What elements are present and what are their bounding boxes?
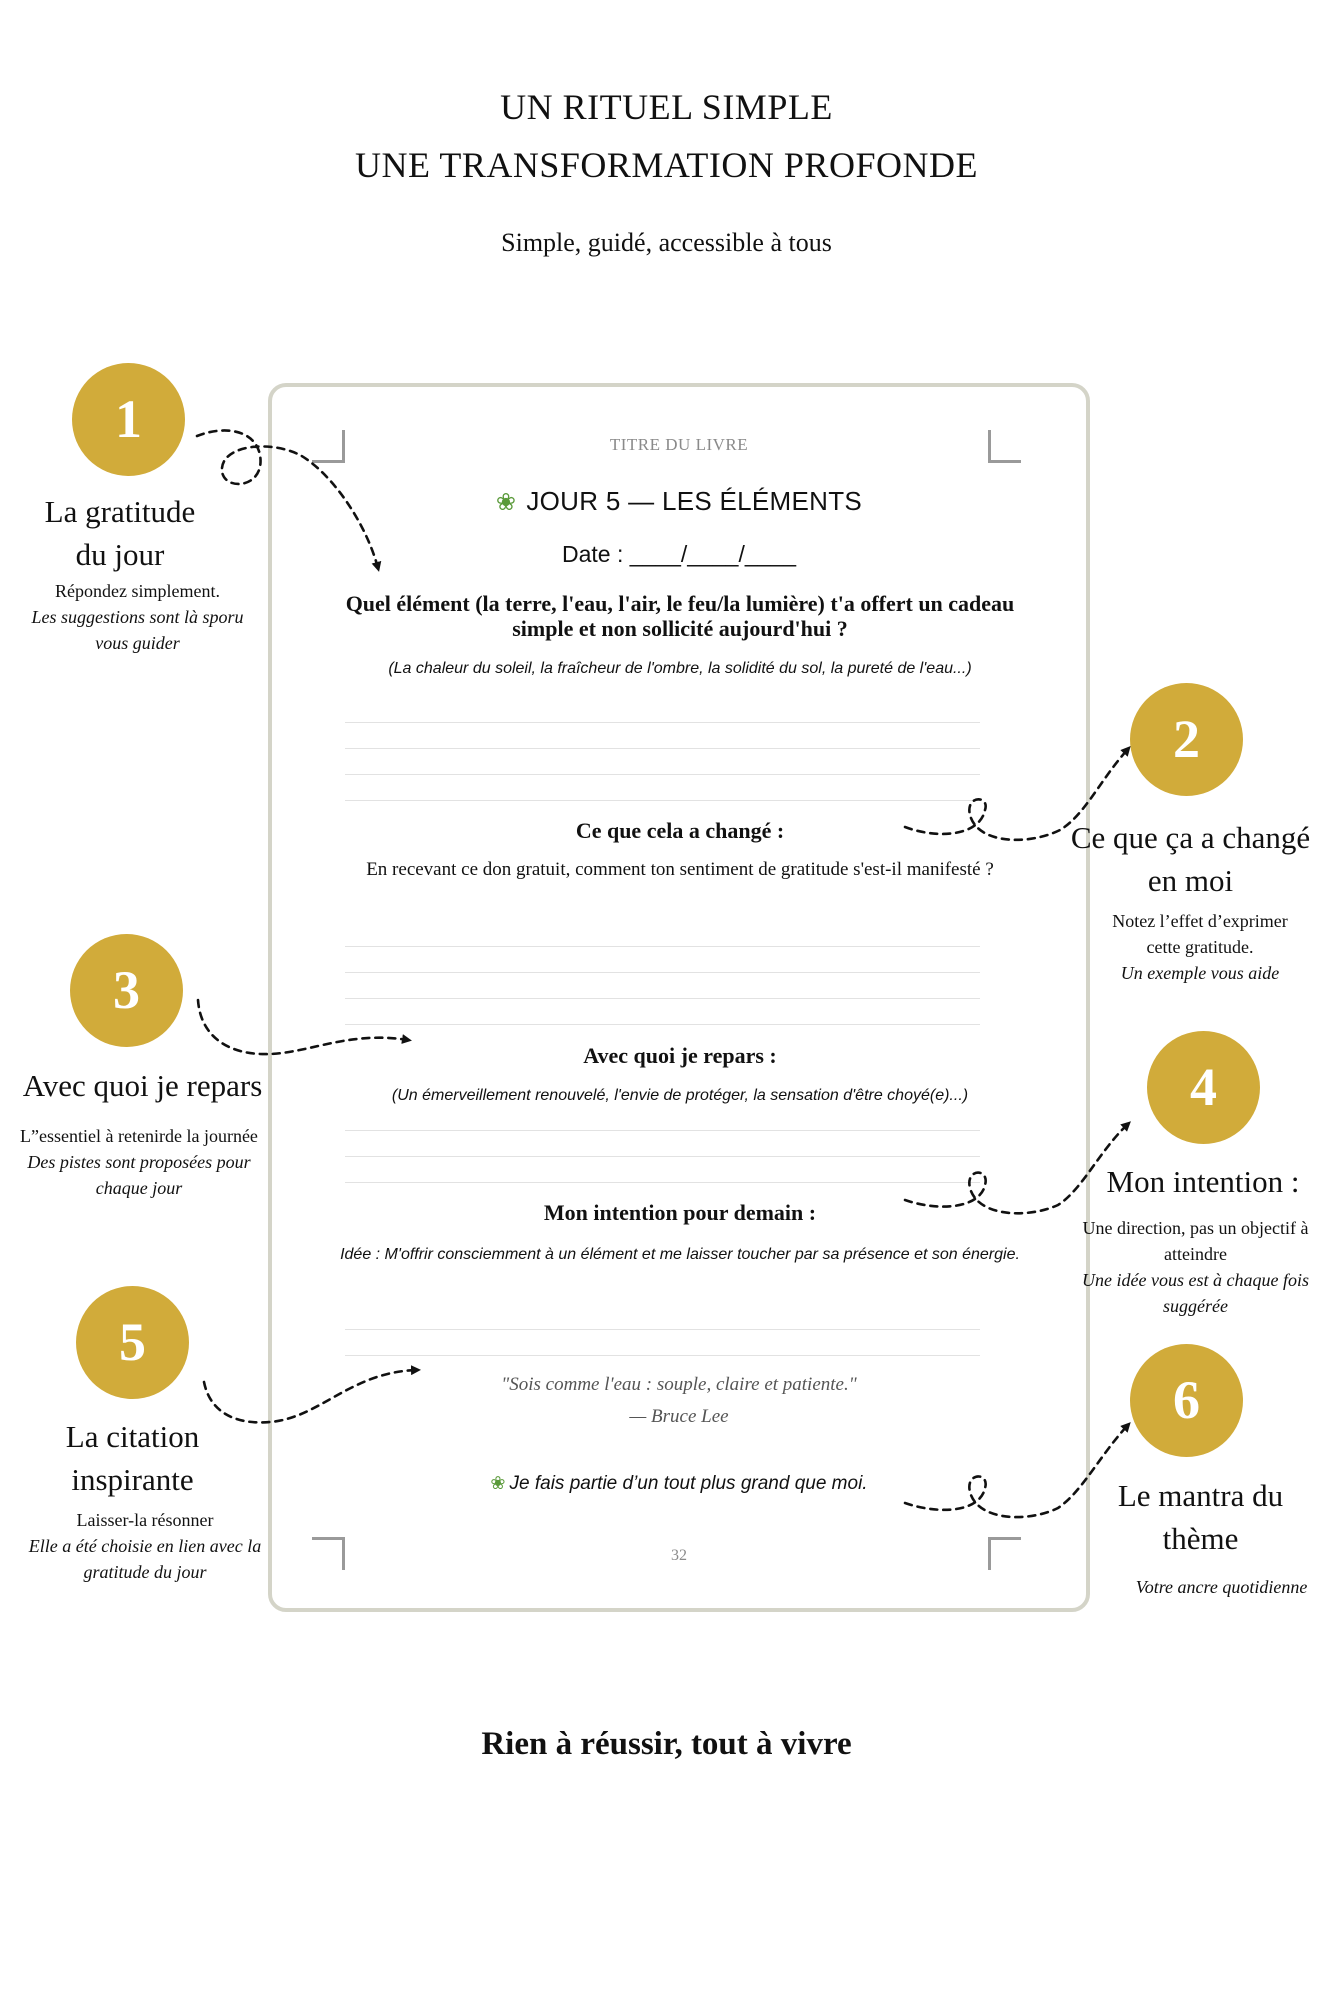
gratitude-question-hint: (La chaleur du soleil, la fraîcheur de l… <box>388 660 972 677</box>
main-title: UN RITUEL SIMPLE UNE TRANSFORMATION PROF… <box>0 78 1333 194</box>
callout-5-badge: 5 <box>76 1286 189 1399</box>
change-heading: Ce que cela a changé : <box>575 818 785 843</box>
writing-line <box>345 998 980 999</box>
quote-author: — Bruce Lee <box>629 1406 729 1427</box>
callout-1-title-line1: La gratitude <box>44 494 196 529</box>
callout-4-badge: 4 <box>1147 1031 1260 1144</box>
callout-2-desc-line2: cette gratitude. <box>1146 937 1254 957</box>
corner-mark-bottom-left <box>312 1537 345 1570</box>
callout-5-description: Laisser-la résonner Elle a été choisie e… <box>0 1507 290 1585</box>
callout-4-description: Une direction, pas un objectif à atteind… <box>1058 1215 1333 1319</box>
quote-text: "Sois comme l'eau : souple, claire et pa… <box>501 1374 857 1395</box>
mantra-text: Je fais partie d’un tout plus grand que … <box>509 1473 868 1494</box>
arrow-2 <box>903 746 1131 842</box>
callout-5-title-line1: La citation <box>65 1419 200 1454</box>
callout-4-desc-line2: atteindre <box>1164 1244 1227 1264</box>
page-number: 32 <box>671 1547 687 1564</box>
callout-2-desc-line3: Un exemple vous aide <box>1120 963 1280 983</box>
callout-1-desc-line1: Répondez simplement. <box>55 581 220 601</box>
journal-page <box>268 383 1090 1612</box>
callout-2-title-line2: en moi <box>1147 863 1234 898</box>
leaf-icon: ❀ <box>495 489 517 516</box>
callout-5-desc-line1: Laisser-la résonner <box>76 1510 214 1530</box>
callout-6-badge: 6 <box>1130 1344 1243 1457</box>
callout-1-title-line2: du jour <box>75 537 165 572</box>
callout-1-description: Répondez simplement. Les suggestions son… <box>0 578 275 656</box>
callout-5-title-line2: inspirante <box>71 1462 194 1497</box>
writing-line <box>345 1329 980 1330</box>
callout-3-badge: 3 <box>70 934 183 1047</box>
callout-4-desc-line3: Une idée vous est à chaque fois <box>1082 1270 1309 1290</box>
writing-line <box>345 774 980 775</box>
corner-mark-bottom-right <box>988 1537 1021 1570</box>
callout-1-desc-line3: vous guider <box>95 633 180 653</box>
callout-5-desc-line3: gratitude du jour <box>83 1562 207 1582</box>
callout-1-desc-line2: Les suggestions sont là sporu <box>31 607 244 627</box>
callout-4-desc-line4: suggérée <box>1163 1296 1228 1316</box>
writing-line <box>345 1024 980 1025</box>
day-title: ❀ JOUR 5 — LES ÉLÉMENTS <box>268 486 1090 517</box>
callout-4-title: Mon intention : <box>1106 1164 1300 1199</box>
intention-hint: Idée : M'offrir consciemment à un élémen… <box>340 1246 1020 1263</box>
writing-line <box>345 1355 980 1356</box>
callout-5-desc-line2: Elle a été choisie en lien avec la <box>28 1536 262 1556</box>
callout-6-title: Le mantra du thème <box>1078 1474 1323 1560</box>
callout-6-title-line1: Le mantra du <box>1117 1478 1284 1513</box>
arrow-4 <box>903 1121 1131 1215</box>
callout-1-title: La gratitude du jour <box>0 490 240 576</box>
writing-line <box>345 1182 980 1183</box>
change-prompt: En recevant ce don gratuit, comment ton … <box>366 859 994 880</box>
day-title-text: JOUR 5 — LES ÉLÉMENTS <box>526 486 863 516</box>
arrow-5 <box>202 1365 421 1424</box>
callout-3-desc-line2: Des pistes sont proposées pour <box>27 1152 251 1172</box>
subtitle: Simple, guidé, accessible à tous <box>501 228 832 257</box>
footer-tagline: Rien à réussir, tout à vivre <box>481 1726 852 1762</box>
callout-3-description: L”essentiel à retenirde la journée Des p… <box>0 1123 278 1201</box>
callout-2-title: Ce que ça a changé en moi <box>1053 816 1328 902</box>
writing-line <box>345 722 980 723</box>
callout-6-description: Votre ancre quotidienne <box>1110 1574 1333 1600</box>
callout-3-desc-line1: L”essentiel à retenirde la journée <box>20 1126 258 1146</box>
callout-6-desc-line1: Votre ancre quotidienne <box>1135 1577 1308 1597</box>
date-field: Date : ____/____/____ <box>561 541 797 567</box>
callout-2-title-line1: Ce que ça a changé <box>1070 820 1311 855</box>
writing-line <box>345 946 980 947</box>
leaf-icon: ❀ <box>490 1473 506 1493</box>
writing-line <box>345 972 980 973</box>
arrow-3 <box>196 998 412 1056</box>
callout-5-title: La citation inspirante <box>0 1415 265 1501</box>
writing-line <box>345 800 980 801</box>
book-title: TITRE DU LIVRE <box>609 435 749 454</box>
callout-2-desc-line1: Notez l’effet d’exprimer <box>1112 911 1288 931</box>
main-title-line1: UN RITUEL SIMPLE <box>500 87 833 127</box>
writing-line <box>345 1156 980 1157</box>
callout-2-description: Notez l’effet d’exprimer cette gratitude… <box>1065 908 1333 986</box>
arrow-1 <box>195 429 382 572</box>
corner-mark-top-right <box>988 430 1021 463</box>
main-title-line2: UNE TRANSFORMATION PROFONDE <box>355 145 978 185</box>
callout-4-desc-line1: Une direction, pas un objectif à <box>1082 1218 1309 1238</box>
callout-3-desc-line3: chaque jour <box>95 1178 183 1198</box>
callout-3-title: Avec quoi je repars <box>22 1068 263 1103</box>
repair-hint: (Un émerveillement renouvelé, l'envie de… <box>391 1087 969 1104</box>
writing-line <box>345 748 980 749</box>
arrow-6 <box>903 1422 1131 1519</box>
writing-line <box>345 1130 980 1131</box>
callout-2-badge: 2 <box>1130 683 1243 796</box>
corner-mark-top-left <box>312 430 345 463</box>
inspiring-quote: "Sois comme l'eau : souple, claire et pa… <box>268 1369 1090 1433</box>
repair-heading: Avec quoi je repars : <box>583 1043 777 1068</box>
theme-mantra: ❀Je fais partie d’un tout plus grand que… <box>268 1473 1090 1495</box>
intention-heading: Mon intention pour demain : <box>543 1200 817 1225</box>
callout-1-badge: 1 <box>72 363 185 476</box>
callout-6-title-line2: thème <box>1162 1521 1239 1556</box>
gratitude-question: Quel élément (la terre, l'eau, l'air, le… <box>345 591 1015 641</box>
